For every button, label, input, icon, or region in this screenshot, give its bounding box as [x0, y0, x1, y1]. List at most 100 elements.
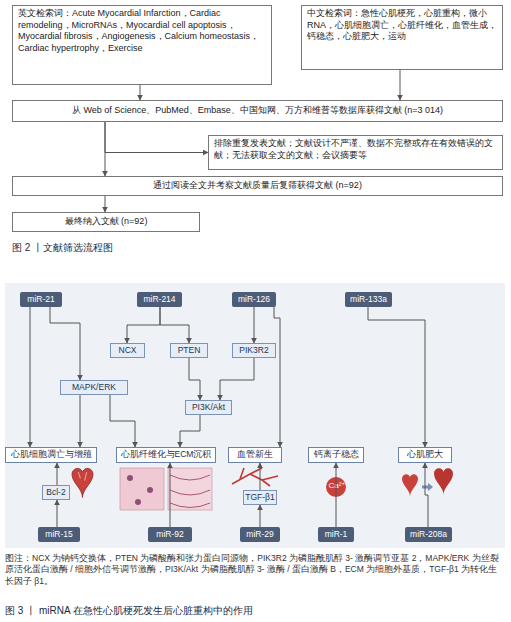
fibrosis-image: [120, 468, 212, 510]
enlarge-arrow: [422, 486, 428, 489]
process-box: 通过阅读全文并考察文献质量后复筛获得文献 (n=92): [12, 176, 503, 196]
mirna-box: miR-21: [20, 292, 62, 307]
text-wrap: miR-29: [246, 529, 273, 540]
mirna-box: miR-214: [137, 292, 182, 307]
connector: [400, 70, 401, 100]
connector: [110, 395, 135, 447]
effect-box: 钙离子稳态: [308, 447, 364, 463]
node-text: miR-29: [246, 529, 273, 540]
tissue-patch: [120, 468, 164, 510]
cell-dot: [135, 499, 141, 505]
mirna-box: miR-208a: [405, 527, 452, 542]
effect-box: 血管新生: [228, 447, 282, 463]
text-wrap: MAPK/ERK: [72, 382, 116, 393]
text-wrap: miR-133a: [350, 294, 387, 305]
connector: [105, 196, 106, 212]
text-wrap: 最终纳入文献 (n=92): [65, 216, 148, 228]
text-wrap: 心肌肥大: [407, 449, 443, 460]
connector: [274, 307, 280, 447]
mirna-box: miR-15: [38, 527, 80, 542]
text-wrap: 钙离子稳态: [314, 449, 359, 460]
text-wrap: miR-92: [156, 529, 183, 540]
text-wrap: miR-208a: [410, 529, 447, 540]
exclusion-box: 排除重复发表文献；文献设计不严谨、数据不完整或存在有效错误的文献；无法获取全文的…: [208, 135, 503, 170]
connector: [336, 463, 337, 527]
connector: [57, 500, 58, 527]
connector: [180, 415, 200, 447]
mirna-box: miR-1: [318, 527, 354, 542]
connector: [425, 463, 428, 527]
node-text: PIK3R2: [239, 345, 268, 356]
node-text: 英文检索词：Acute Myocardial Infarction，Cardia…: [18, 8, 266, 55]
process-box: 从 Web of Science、PubMed、Embase、中国知网、万方和维…: [12, 100, 503, 122]
effect-box: 心肌细胞凋亡与增殖: [5, 447, 97, 463]
mirna-box: miR-126: [232, 292, 276, 307]
cell-dot: [127, 475, 133, 481]
node-text: PTEN: [178, 345, 201, 356]
fiber-strand: [170, 475, 210, 508]
mirna-box: miR-133a: [345, 292, 392, 307]
node-text: 钙离子稳态: [314, 449, 359, 460]
node-text: 排除重复发表文献；文献设计不严谨、数据不完整或存在有效错误的文献；无法获取全文的…: [214, 138, 497, 161]
target-box: PIK3R2: [232, 343, 276, 358]
enlarge-arrow-head: [428, 483, 433, 491]
node-text: 从 Web of Science、PubMed、Embase、中国知网、万方和维…: [72, 105, 443, 117]
text-wrap: 英文检索词：Acute Myocardial Infarction，Cardia…: [18, 8, 266, 55]
node-text: miR-126: [238, 294, 270, 305]
connector: [50, 307, 80, 380]
connector: [57, 463, 58, 485]
heart-shape: [72, 468, 93, 497]
connector: [160, 307, 189, 343]
node-text: PI3K/Akt: [192, 402, 225, 413]
text-wrap: miR-15: [45, 529, 72, 540]
pathway-box: MAPK/ERK: [60, 380, 128, 395]
target-box: NCX: [110, 343, 145, 358]
node-text: miR-133a: [350, 294, 387, 305]
text-wrap: PIK3R2: [239, 345, 268, 356]
text-wrap: 从 Web of Science、PubMed、Embase、中国知网、万方和维…: [72, 105, 443, 117]
connector: [105, 122, 208, 153]
node-text: miR-21: [27, 294, 54, 305]
text-wrap: Bcl-2: [46, 487, 65, 498]
node-text: miR-92: [156, 529, 183, 540]
text-wrap: 血管新生: [237, 449, 273, 460]
search-terms-box: 中文检索词：急性心肌梗死，心脏重构，微小 RNA，心肌细胞凋亡，心脏纤维化，血管…: [301, 5, 503, 70]
connector: [140, 85, 141, 100]
text-wrap: miR-1: [325, 529, 348, 540]
node-text: 中文检索词：急性心肌梗死，心脏重构，微小 RNA，心肌细胞凋亡，心脏纤维化，血管…: [307, 8, 497, 43]
vessel-image: [232, 468, 278, 486]
node-text: miR-208a: [410, 529, 447, 540]
text-wrap: 心肌细胞凋亡与增殖: [11, 449, 92, 460]
tissue-patch: [168, 468, 212, 510]
mirna-box: miR-92: [148, 527, 192, 542]
text-wrap: miR-214: [143, 294, 175, 305]
figure-caption: 图 2 丨文献筛选流程图: [12, 241, 312, 255]
connector: [30, 307, 31, 447]
text-wrap: 排除重复发表文献；文献设计不严谨、数据不完整或存在有效错误的文献；无法获取全文的…: [214, 138, 497, 161]
node-text: MAPK/ERK: [72, 382, 116, 393]
search-terms-box: 英文检索词：Acute Myocardial Infarction，Cardia…: [12, 5, 272, 85]
text-wrap: 中文检索词：急性心肌梗死，心脏重构，微小 RNA，心肌细胞凋亡，心脏纤维化，血管…: [307, 8, 497, 43]
text-wrap: TGF-β1: [245, 492, 274, 503]
vessel-stroke: [78, 472, 86, 480]
target-box: Bcl-2: [42, 485, 70, 500]
connector: [368, 307, 425, 447]
connector: [105, 122, 106, 176]
node-text: miR-1: [325, 529, 348, 540]
text-wrap: miR-126: [238, 294, 270, 305]
connector: [220, 358, 254, 400]
connector: [127, 307, 160, 343]
node-text: miR-214: [143, 294, 175, 305]
mirna-box: miR-29: [240, 527, 280, 542]
target-box: PTEN: [170, 343, 208, 358]
effect-box: 心肌肥大: [398, 447, 452, 463]
text-wrap: miR-21: [27, 294, 54, 305]
connector: [260, 463, 261, 490]
text-wrap: PI3K/Akt: [192, 402, 225, 413]
cell-dot: [147, 487, 153, 493]
figure-panel: [5, 283, 505, 548]
ion-label: Ca²⁺: [326, 481, 348, 492]
pathway-box: PI3K/Akt: [185, 400, 232, 415]
